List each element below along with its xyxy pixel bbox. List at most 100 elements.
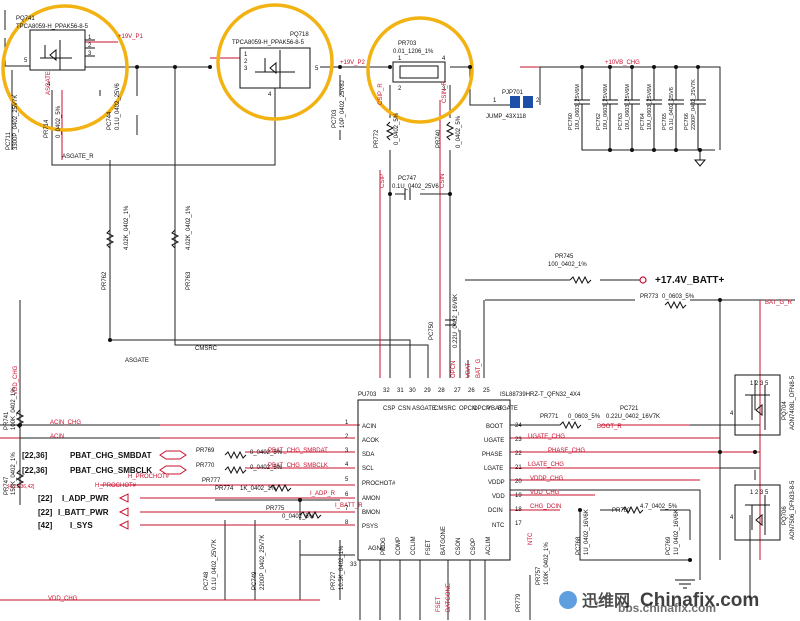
pin-label: 3	[244, 66, 248, 72]
port-ref: [22]	[38, 494, 53, 503]
pr703-value: 0.01_1206_1%	[393, 49, 434, 55]
port-ref: [22]	[38, 508, 53, 517]
pin-number: 2	[345, 434, 349, 440]
ic-pin-bmon: BMON	[362, 510, 380, 516]
net-19v-p2: +19V_P2	[340, 60, 366, 66]
pr774-value: 1K_0402_1%	[240, 486, 277, 492]
pr763-value: 4.02K_0402_1%	[186, 205, 192, 250]
ic-pin-vdd: VDD	[492, 494, 505, 500]
pr774-ref: PR774	[215, 486, 234, 492]
jumper-pjp701[interactable]	[510, 96, 533, 108]
pr772-ref: PR772	[374, 129, 380, 148]
pc747-value: 0.1U_0402_25V6	[392, 184, 439, 190]
ic-left-pins: ACIN ACOK SDA SCL PROCHOT# AMON BMON PSY…	[362, 424, 396, 530]
pr747-ref: PR747	[4, 476, 10, 495]
pin-number: 31	[397, 388, 404, 394]
ic-right-pin-numbers: 24 23 22 21 20 19 18 17	[515, 423, 522, 527]
cap-value: 0.1U_0402_25V6	[669, 87, 675, 130]
net-acin-chg: ACIN_CHG	[50, 420, 81, 426]
pin-label: 2	[398, 86, 402, 92]
pr714-ref: PR714	[44, 119, 50, 138]
ic-pin-ugate: UGATE	[484, 438, 504, 444]
pr740-value: 0_0402_5%	[456, 115, 462, 148]
pin-number: 29	[424, 388, 431, 394]
pq741-ref: PQ741	[16, 16, 35, 22]
pin-label: 2	[244, 59, 248, 65]
pq718-ref: PQ718	[290, 32, 309, 38]
pr757-value: 100K_0402_1%	[544, 542, 550, 585]
mosfet-pq741[interactable]: 1 2 3 5 4	[24, 29, 95, 88]
net-csin-lower: CSIN	[440, 174, 446, 188]
net-ntc: NTC	[528, 532, 534, 545]
port-name: I_BATT_PWR	[58, 508, 109, 517]
net-h-prochot: H_PROCHOT#	[95, 483, 137, 489]
pin-number: 32	[383, 388, 390, 394]
cap-value: 10U_0603_25V6M	[603, 84, 609, 130]
net-acin: ACIN	[50, 434, 64, 440]
ic-pin-cclim: CCLIM	[411, 536, 417, 555]
net-cmsrc: CMSRC	[195, 346, 218, 352]
cap-ref: PC766	[684, 113, 690, 130]
resistor-pr703[interactable]: 1 4 2 3	[392, 56, 446, 92]
port-pbat-smbdat[interactable]: [22,36] PBAT_CHG_SMBDAT	[22, 450, 187, 460]
ic-pin-scl: SCL	[362, 466, 374, 472]
net-i-adp-r: I_ADP_R	[310, 491, 336, 497]
net-ugate-chg: UGATE_CHG	[528, 434, 565, 440]
pr714-value: 0_0402_5%	[56, 105, 62, 138]
ic-pin-amon: AMON	[362, 496, 380, 502]
pc711-value: 3300P_0402_25V7K	[13, 95, 19, 150]
port-i-sys[interactable]: [42] I_SYS	[38, 520, 129, 530]
net-vbat: VBAT	[466, 362, 472, 378]
pr741-ref: PR741	[4, 411, 10, 430]
ic-pin-sda: SDA	[362, 452, 374, 458]
ic-pin-cson: CSON	[456, 538, 462, 555]
port-i-adp-pwr[interactable]: [22] I_ADP_PWR	[38, 493, 129, 503]
pr747-value: 158K_0402_1%	[11, 452, 17, 495]
ic-pin-psys: PSYS	[362, 524, 378, 530]
ic-pu703[interactable]	[357, 399, 511, 561]
pin-number: 30	[409, 388, 416, 394]
mosfet-pq718[interactable]: 1 2 3 5 4	[239, 47, 319, 98]
mosfet-pq706[interactable]	[734, 484, 781, 541]
ic-pin-ntc: NTC	[492, 523, 505, 529]
pin-label: 3	[88, 51, 92, 57]
pr773-ref: PR773	[640, 294, 659, 300]
net-bat-g-r: BAT_G_R	[765, 300, 793, 306]
pr760-ref: PR760	[612, 508, 631, 514]
net-phase-chg: PHASE_CHG	[548, 448, 585, 454]
cap-value: 2200P_0402_25V7K	[691, 79, 697, 130]
highlight-circle-pq718	[216, 3, 334, 121]
pr727-ref: PR727	[331, 571, 337, 590]
pc768-value: 1U_0402_16V6K	[584, 509, 590, 555]
ic-pin-asgate: ASGATE	[412, 406, 436, 412]
net-vdd-chg-right: VDD_CHG	[530, 490, 560, 496]
port-pbat-smbclk[interactable]: [22,36] PBAT_CHG_SMBCLK	[22, 465, 187, 475]
port-ref: [22,36]	[22, 466, 48, 475]
port-i-batt-pwr[interactable]: [22] I_BATT_PWR	[38, 507, 129, 517]
ic-pin-batgone: BATGONE	[441, 526, 447, 555]
net-prochot-refs: [4,22,36,42]	[8, 484, 35, 490]
pc749-ref: PC749	[252, 571, 258, 590]
port-ref: [22,36]	[22, 451, 48, 460]
pin-number: 8	[345, 520, 349, 526]
pc769-ref: PC769	[666, 536, 672, 555]
ic-pin-aclim: ACLIM	[486, 537, 492, 555]
pc750-ref: PC750	[429, 321, 435, 340]
net-vdd-chg-vertical: VDD_CHG	[13, 365, 19, 395]
ic-pin-opcn: OPCN	[459, 406, 476, 412]
pr771-ref: PR771	[540, 414, 559, 420]
mosfet-pq704[interactable]	[734, 374, 781, 436]
net-bat-g: BAT_G	[476, 358, 482, 378]
cap-ref: PC762	[596, 113, 602, 130]
pin-label: 4	[268, 92, 272, 98]
highlight-circle-pr703	[366, 16, 474, 124]
pr775-value: 0_0402_5%	[282, 514, 315, 520]
pin-number: 24	[515, 423, 522, 429]
pc744-value: 0.1U_0402_25V6	[115, 83, 121, 130]
pq706-labels: 1 2 3 5 4 PQ706 AON7506_DFN33-8-5	[730, 480, 796, 540]
net-i-bat-r: I_BATT_R	[335, 503, 363, 509]
cap-ref: PC763	[618, 113, 624, 130]
pin-number: 3	[345, 448, 349, 454]
cap-value: 10U_0603_25V6M	[647, 84, 653, 130]
